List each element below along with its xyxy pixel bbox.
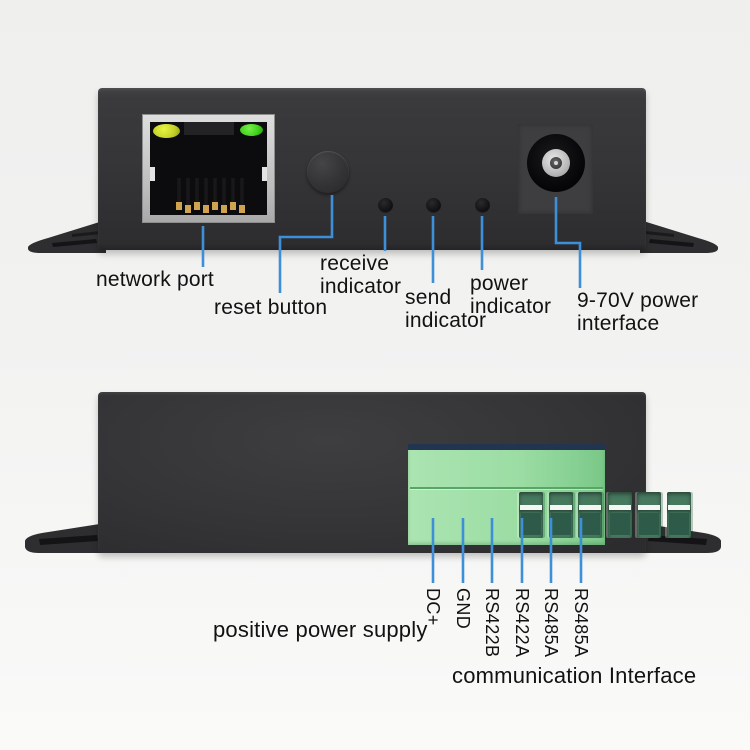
mounting-ear-rear-left — [25, 523, 106, 553]
terminal-slot-rs422b — [578, 492, 602, 538]
front-device — [98, 88, 646, 250]
reset-button — [307, 151, 349, 193]
label-text: reset button — [214, 296, 328, 319]
label-text: indicator — [320, 275, 402, 298]
ear-slit — [72, 231, 101, 237]
rj45-side-notch — [262, 167, 267, 181]
rj45-side-notch — [150, 167, 155, 181]
terminal-screw-icon — [579, 505, 601, 510]
label-positive-power-supply: positive power supply — [213, 618, 428, 642]
terminal-slot-rs422a — [608, 492, 632, 538]
terminal-cavity — [521, 513, 541, 535]
rj45-latch-slot — [184, 122, 234, 135]
mounting-ear-front-left — [28, 220, 106, 253]
terminal-block-top-strip — [408, 444, 605, 450]
label-communication-interface: communication Interface — [452, 664, 696, 688]
label-power-indicator: power indicator — [470, 272, 551, 318]
terminal-block — [408, 444, 691, 545]
label-text: 9-70V power — [577, 289, 699, 312]
terminal-screw-icon — [668, 505, 690, 510]
rj45-pins-icon — [176, 178, 245, 213]
receive-indicator-led — [378, 198, 393, 213]
terminal-cavity — [580, 513, 600, 535]
label-terminal-rs485-1: RS485A — [541, 588, 561, 658]
label-text: network port — [96, 268, 214, 291]
label-text: indicator — [405, 309, 487, 332]
label-terminal-rs422a: RS422A — [512, 588, 532, 658]
terminal-slot-rs485-2 — [667, 492, 691, 538]
terminal-screw-icon — [550, 505, 572, 510]
label-text: communication Interface — [452, 663, 697, 688]
label-terminal-rs422b: RS422B — [482, 588, 502, 658]
ear-slit — [645, 231, 674, 237]
dc-power-jack-panel — [518, 124, 593, 214]
label-terminal-rs485-2: RS485A — [571, 588, 591, 658]
ear-slot — [649, 239, 694, 247]
label-reset-button: reset button — [214, 296, 327, 319]
label-text: send — [405, 286, 452, 309]
link-led-icon — [153, 124, 180, 138]
rear-device — [98, 392, 691, 553]
ethernet-port-bezel — [142, 114, 275, 223]
dc-jack-pin — [554, 161, 558, 165]
terminal-cavity — [610, 513, 630, 535]
label-power-interface: 9-70V power interface — [577, 289, 698, 335]
terminal-slot-rs485-1 — [637, 492, 661, 538]
label-send-indicator: send indicator — [405, 286, 486, 332]
power-indicator-led — [475, 198, 490, 213]
label-text: indicator — [470, 295, 552, 318]
activity-led-icon — [240, 124, 263, 136]
label-terminal-gnd: GND — [453, 588, 473, 630]
ear-slot — [52, 239, 97, 247]
label-text: positive power supply — [213, 617, 428, 642]
terminal-cavity — [669, 513, 689, 535]
terminal-cavity — [551, 513, 571, 535]
dc-power-jack — [527, 134, 585, 192]
label-text: receive — [320, 252, 390, 275]
dc-jack-hole — [550, 157, 562, 169]
terminal-screw-icon — [638, 505, 660, 510]
terminal-screw-icon — [609, 505, 631, 510]
label-text: power — [470, 272, 529, 295]
label-receive-indicator: receive indicator — [320, 252, 401, 298]
label-text: interface — [577, 312, 660, 335]
ethernet-port — [150, 122, 267, 215]
terminal-screw-icon — [520, 505, 542, 510]
send-indicator-led — [426, 198, 441, 213]
terminal-cavity — [639, 513, 659, 535]
ear-slot — [39, 535, 98, 545]
terminal-slot-dc — [519, 492, 543, 538]
terminal-block-divider — [410, 487, 603, 489]
label-network-port: network port — [96, 268, 214, 291]
terminal-slot-gnd — [549, 492, 573, 538]
mounting-ear-front-right — [640, 220, 718, 253]
dc-jack-ring — [542, 149, 570, 177]
